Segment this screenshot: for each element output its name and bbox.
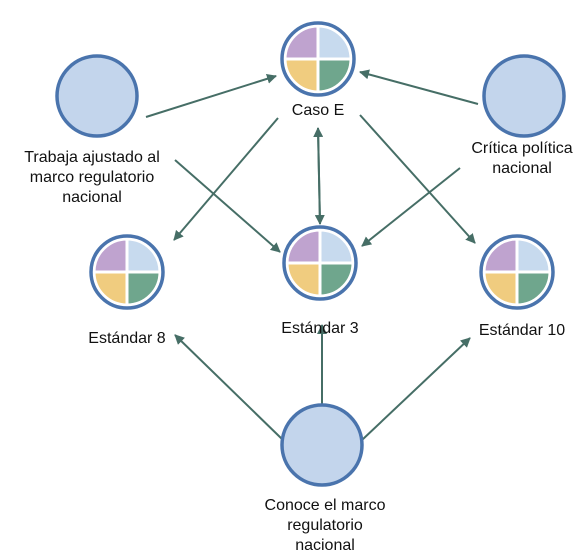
edge-trabaja-to-estandar-3 — [174, 159, 281, 253]
node-estandar-10-quadrant-top-right — [515, 237, 552, 274]
edge-caso-e-to-estandar-10 — [359, 114, 476, 244]
node-caso-e[interactable]: Caso E — [280, 21, 356, 119]
node-estandar-8-ring — [89, 234, 165, 310]
edge-critica-to-caso-e — [359, 69, 479, 105]
node-estandar-10-quadrant-top-left — [482, 237, 519, 274]
edge-trabaja-to-caso-e — [145, 73, 277, 118]
node-estandar-8-quadrant-bottom-right — [125, 270, 162, 307]
node-conoce-label-line-3: nacional — [295, 537, 355, 554]
node-caso-e-ring — [280, 21, 356, 97]
node-estandar-8-quadrant-top-left — [92, 237, 129, 274]
edge-conoce-to-estandar-10 — [361, 337, 471, 441]
node-estandar-8-quadrant-bottom-left — [92, 270, 129, 307]
edge-estandar-3-to-caso-e — [313, 127, 324, 225]
nodes-layer: Caso E Trabaja ajustado al marco regulator… — [24, 21, 573, 554]
node-estandar-3-ring — [282, 225, 358, 301]
node-estandar-10-quadrant-bottom-left — [482, 270, 519, 307]
node-critica-label-line-1: Crítica política — [471, 140, 572, 157]
edge-conoce-to-estandar-8 — [174, 334, 284, 441]
node-trabaja[interactable]: Trabaja ajustado al marco regulatorio naci… — [24, 54, 160, 206]
node-estandar-3-label-line-1: Estándar 3 — [281, 320, 358, 337]
node-estandar-3-quadrant-top-right — [318, 228, 355, 265]
node-estandar-10-quadrant-bottom-right — [515, 270, 552, 307]
node-conoce-label-line-2: regulatorio — [287, 517, 363, 534]
node-trabaja-circle — [55, 54, 139, 138]
node-caso-e-label-line-1: Caso E — [292, 102, 344, 119]
node-caso-e-quadrant-bottom-left — [283, 57, 320, 94]
node-conoce[interactable]: Conoce el marco regulatorio nacional — [265, 403, 386, 554]
node-estandar-8[interactable]: Estándar 8 — [88, 234, 166, 347]
node-trabaja-label-line-3: nacional — [62, 189, 122, 206]
node-critica-circle — [482, 54, 566, 138]
node-trabaja-label-line-2: marco regulatorio — [30, 169, 155, 186]
node-estandar-3-quadrant-bottom-left — [285, 261, 322, 298]
node-estandar-3[interactable]: Estándar 3 — [281, 225, 359, 337]
node-conoce-circle — [280, 403, 364, 487]
node-critica[interactable]: Crítica política nacional — [471, 54, 573, 177]
node-critica-label-line-2: nacional — [492, 160, 552, 177]
node-trabaja-label-line-1: Trabaja ajustado al — [24, 149, 160, 166]
node-caso-e-quadrant-top-left — [283, 24, 320, 61]
node-caso-e-quadrant-top-right — [316, 24, 353, 61]
node-estandar-10[interactable]: Estándar 10 — [479, 234, 565, 339]
node-caso-e-quadrant-bottom-right — [316, 57, 353, 94]
node-estandar-8-quadrant-top-right — [125, 237, 162, 274]
edge-caso-e-to-estandar-8 — [173, 117, 279, 241]
node-estandar-8-label-line-1: Estándar 8 — [88, 330, 165, 347]
node-conoce-label-line-1: Conoce el marco — [265, 497, 386, 514]
node-estandar-3-quadrant-bottom-right — [318, 261, 355, 298]
edges-layer — [145, 69, 479, 441]
edge-critica-to-estandar-3 — [361, 167, 461, 247]
node-estandar-10-label-line-1: Estándar 10 — [479, 322, 565, 339]
node-estandar-10-ring — [479, 234, 555, 310]
node-estandar-3-quadrant-top-left — [285, 228, 322, 265]
